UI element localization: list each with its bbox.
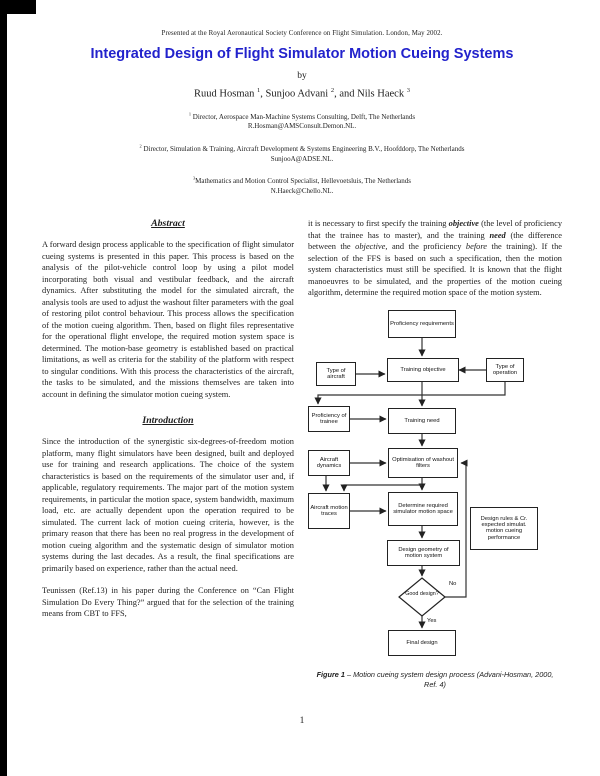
abstract-heading: Abstract: [151, 218, 185, 230]
flowchart-node-aircraft-dynamics: Aircraft dynamics: [308, 449, 350, 476]
flowchart-node-type-of-aircraft: Type of aircraft: [316, 361, 356, 386]
affiliation-1-email: R.Hosman@AMSConsult.Demon.NL.: [247, 122, 357, 131]
left-column: Abstract A forward design process applic…: [42, 218, 294, 690]
flowchart-label-yes: Yes: [427, 617, 437, 624]
flowchart-node-type-of-operation: Type of operation: [486, 357, 524, 382]
affiliation-3: 3Mathematics and Motion Control Speciali…: [42, 174, 562, 196]
figure-1-flowchart: Proficiency requirements Type of aircraf…: [308, 306, 562, 660]
affiliation-1: 1 Director, Aerospace Man-Machine System…: [42, 110, 562, 132]
introduction-paragraph-1: Since the introduction of the synergisti…: [42, 437, 294, 573]
flowchart-node-proficiency-requirements: Proficiency requirements: [388, 309, 456, 338]
flowchart-node-final-design: Final design: [388, 629, 456, 656]
affiliation-3-email: N.Haeck@Chello.NL.: [270, 186, 334, 195]
flowchart-node-training-need: Training need: [388, 407, 456, 434]
page-number: 1: [299, 715, 305, 726]
affiliation-2-text: 2 Director, Simulation & Training, Aircr…: [139, 143, 465, 154]
introduction-paragraph-2: Teunissen (Ref.13) in his paper during t…: [42, 586, 294, 619]
flowchart-node-optimisation-washout-filters: Optimisation of washout filters: [388, 447, 458, 478]
scan-edge-left: [0, 0, 7, 776]
figure-1-caption: Figure 1 – Motion cueing system design p…: [316, 669, 554, 689]
flowchart-node-aircraft-motion-traces: Aircraft motion traces: [308, 492, 350, 529]
flowchart-label-no: No: [449, 580, 457, 587]
flowchart-node-design-geometry: Design geometry of motion system: [387, 539, 460, 566]
flowchart-node-design-rules: Design rules & Cr. expected simulat. mot…: [470, 506, 538, 550]
column-gap: [294, 218, 308, 690]
two-column-body: Abstract A forward design process applic…: [42, 218, 562, 690]
abstract-paragraph: A forward design process applicable to t…: [42, 240, 294, 399]
flowchart-connectors: [314, 337, 506, 629]
flowchart-decision-good-design: Good design?: [405, 590, 439, 597]
affiliation-3-text: 3Mathematics and Motion Control Speciali…: [192, 176, 412, 186]
byline: by: [297, 71, 307, 81]
affiliation-1-text: 1 Director, Aerospace Man-Machine System…: [188, 111, 416, 121]
affiliation-2-email: SunjooA@ADSE.NL.: [270, 154, 334, 163]
paper-title: Integrated Design of Flight Simulator Mo…: [90, 46, 514, 62]
flowchart-node-proficiency-of-trainee: Proficiency of trainee: [308, 405, 350, 432]
introduction-heading: Introduction: [142, 415, 194, 427]
right-column-paragraph: it is necessary to first specify the tra…: [308, 219, 563, 298]
affiliation-2: 2 Director, Simulation & Training, Aircr…: [42, 142, 562, 164]
conference-header: Presented at the Royal Aeronautical Soci…: [161, 30, 443, 37]
authors-line: Ruud Hosman 1, Sunjoo Advani 2, and Nils…: [194, 87, 410, 100]
scan-edge-top-left: [0, 0, 36, 14]
right-column: it is necessary to first specify the tra…: [308, 218, 562, 690]
flowchart-node-training-objective: Training objective: [387, 357, 459, 382]
flowchart-node-determine-motion-space: Determine required simulator motion spac…: [388, 491, 458, 526]
